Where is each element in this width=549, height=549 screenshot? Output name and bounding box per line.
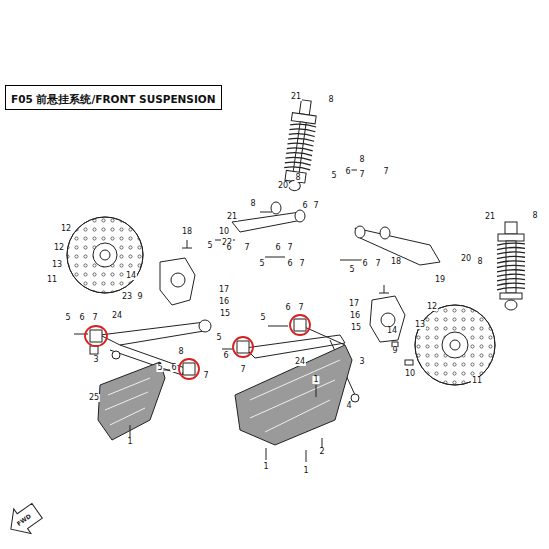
callout-number: 6 [286,260,293,268]
callout-number: 5 [259,314,266,322]
callout-number: 8 [358,156,365,164]
callout-number: 4 [345,402,352,410]
callout-number: 13 [414,321,426,329]
callout-number: 6 [170,364,177,372]
callout-number: 1 [126,438,133,446]
callout-number: 20 [460,255,472,263]
callout-number: 5 [156,364,163,372]
callout-number: 7 [298,260,305,268]
callout-number: 8 [531,212,538,220]
callout-number: 9 [391,347,398,355]
callout-number: 6 [78,314,85,322]
callout-number: 12 [60,225,72,233]
callout-number: 21 [484,213,496,221]
callout-number: 13 [51,261,63,269]
callout-number: 1 [312,376,319,384]
callout-number: 7 [243,244,250,252]
callout-number: 7 [202,372,209,380]
callout-number: 5 [258,260,265,268]
callout-number: 10 [218,228,230,236]
callout-number: 21 [226,213,238,221]
callout-number: 19 [434,276,446,284]
callout-number: 6 [344,168,351,176]
callout-number: 5 [330,172,337,180]
callout-number: 15 [350,324,362,332]
callout-number: 17 [218,286,230,294]
callout-number: 6 [284,304,291,312]
callout-number: 6 [222,352,229,360]
callout-number: 21 [290,93,302,101]
callout-number: 18 [390,258,402,266]
callout-number: 24 [111,312,123,320]
callout-number: 5 [348,266,355,274]
callout-number: 15 [219,310,231,318]
callout-number: 8 [177,348,184,356]
callout-number: 14 [125,272,137,280]
callout-number: 6 [301,202,308,210]
callout-number: 7 [312,202,319,210]
callout-number: 7 [297,304,304,312]
callout-number: 10 [404,370,416,378]
spring-coil [284,122,316,171]
callout-number: 16 [218,298,230,306]
spring-coil [497,243,525,290]
callout-number: 7 [358,171,365,179]
callout-number: 16 [349,312,361,320]
title-text: F05 前悬挂系统/FRONT SUSPENSION [11,93,216,105]
callout-number: 20 [277,182,289,190]
callout-number: 6 [274,244,281,252]
callout-number: 11 [471,377,483,385]
callout-number: 24 [294,358,306,366]
callout-number: 1 [302,467,309,475]
callout-number: 9 [136,293,143,301]
callout-number: 7 [286,244,293,252]
callout-number: 8 [327,96,334,104]
callout-number: 8 [476,258,483,266]
callout-number: 17 [348,300,360,308]
callout-number: 12 [53,244,65,252]
callout-number: 1 [262,463,269,471]
callout-number: 5 [206,242,213,250]
callout-number: 7 [239,366,246,374]
callout-number: 3 [92,356,99,364]
callout-number: 5 [215,334,222,342]
callout-number: 7 [91,314,98,322]
callout-number: 3 [358,358,365,366]
callout-number: 12 [426,303,438,311]
callout-number: 7 [374,260,381,268]
callout-number: 25 [88,394,100,402]
callout-number: 8 [294,174,301,182]
callout-number: 14 [386,327,398,335]
callout-number: 6 [225,244,232,252]
callout-number: 2 [318,448,325,456]
callout-number: 5 [64,314,71,322]
callout-number: 11 [46,276,58,284]
title-box: F05 前悬挂系统/FRONT SUSPENSION [5,85,222,110]
callout-number: 23 [121,293,133,301]
callout-number: 6 [361,260,368,268]
callout-number: 7 [382,168,389,176]
callout-number: 8 [249,200,256,208]
callout-number: 18 [181,228,193,236]
